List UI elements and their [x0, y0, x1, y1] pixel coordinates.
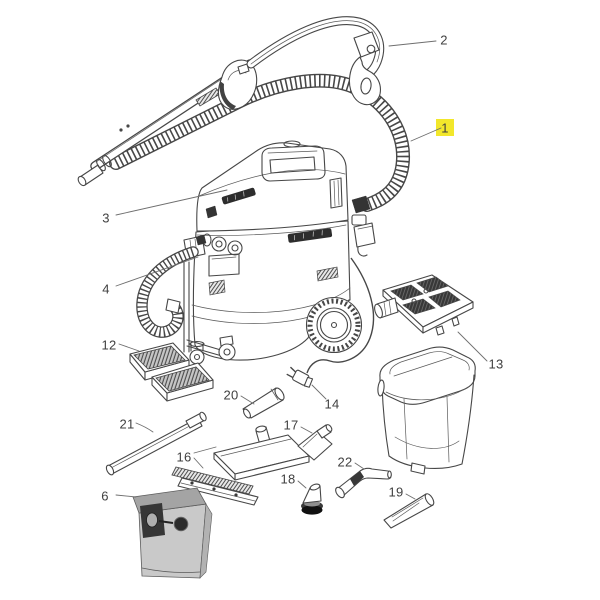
caster-wheel — [218, 343, 236, 361]
part-label-2[interactable]: 2 — [440, 32, 448, 48]
clamp-shadow — [219, 81, 236, 110]
brand-logo — [221, 187, 256, 205]
floor-nozzle-drawing — [213, 425, 310, 481]
part-label-16[interactable]: 16 — [176, 449, 192, 465]
brand-logo — [287, 228, 333, 243]
part-label-1-highlighted[interactable]: 1 — [441, 120, 449, 136]
part-label-3[interactable]: 3 — [102, 210, 110, 226]
wand-button-dot — [119, 128, 123, 132]
part-label-20[interactable]: 20 — [223, 387, 239, 403]
rubber-nozzle-drawing — [301, 483, 323, 515]
part-label-14[interactable]: 14 — [324, 396, 340, 412]
plate-grid — [428, 290, 461, 308]
bend-handle-drawing — [246, 16, 385, 106]
bag-cap-disc — [173, 516, 189, 532]
part-label-13[interactable]: 13 — [488, 356, 504, 372]
filter-bag-drawing — [132, 487, 213, 579]
flat-filters-drawing — [129, 342, 214, 402]
part-label-6[interactable]: 6 — [101, 488, 109, 504]
hook-strap — [353, 31, 380, 58]
part-label-12[interactable]: 12 — [101, 337, 117, 353]
filter-plate-drawing — [374, 274, 474, 336]
extension-tube-drawing — [105, 411, 207, 476]
wand-gun-drawing — [77, 59, 258, 187]
carry-handle-recess — [261, 145, 326, 182]
filter-pleats — [155, 366, 210, 392]
part-label-17[interactable]: 17 — [283, 417, 299, 433]
hose-inlet-fitting — [351, 195, 371, 214]
hand-nozzle-drawing — [297, 424, 333, 461]
wand-button-dot — [126, 124, 130, 128]
adapter-sleeve-drawing — [242, 387, 285, 419]
control-knob — [215, 240, 223, 248]
part-label-4[interactable]: 4 — [102, 281, 110, 297]
caster-wheel — [189, 349, 205, 365]
suction-hose-drawing — [109, 73, 411, 212]
part-label-19[interactable]: 19 — [388, 484, 404, 500]
power-cord-drawing — [286, 257, 375, 388]
plate-grid — [390, 284, 424, 301]
control-knob — [231, 244, 239, 252]
small-hose-drawing — [136, 246, 199, 338]
part-label-22[interactable]: 22 — [337, 454, 353, 470]
hose-clamp — [217, 59, 258, 110]
elbow-drawing — [335, 467, 392, 499]
crevice-nozzle-drawing — [383, 493, 435, 529]
squeegee-insert-drawing — [171, 466, 259, 506]
part-label-21[interactable]: 21 — [119, 416, 135, 432]
bag-inlet-hole — [146, 512, 158, 528]
leader-lines — [115, 40, 488, 500]
part-label-18[interactable]: 18 — [280, 471, 296, 487]
container-tank-drawing — [377, 346, 476, 475]
vent-grille — [208, 279, 226, 296]
hang-hook — [348, 56, 381, 106]
highlight-box — [436, 119, 454, 136]
vent-grille — [316, 266, 339, 282]
vacuum-body-drawing — [183, 140, 376, 365]
filter-pleats — [133, 345, 186, 370]
motor-head — [196, 142, 349, 232]
power-plug — [286, 366, 314, 388]
